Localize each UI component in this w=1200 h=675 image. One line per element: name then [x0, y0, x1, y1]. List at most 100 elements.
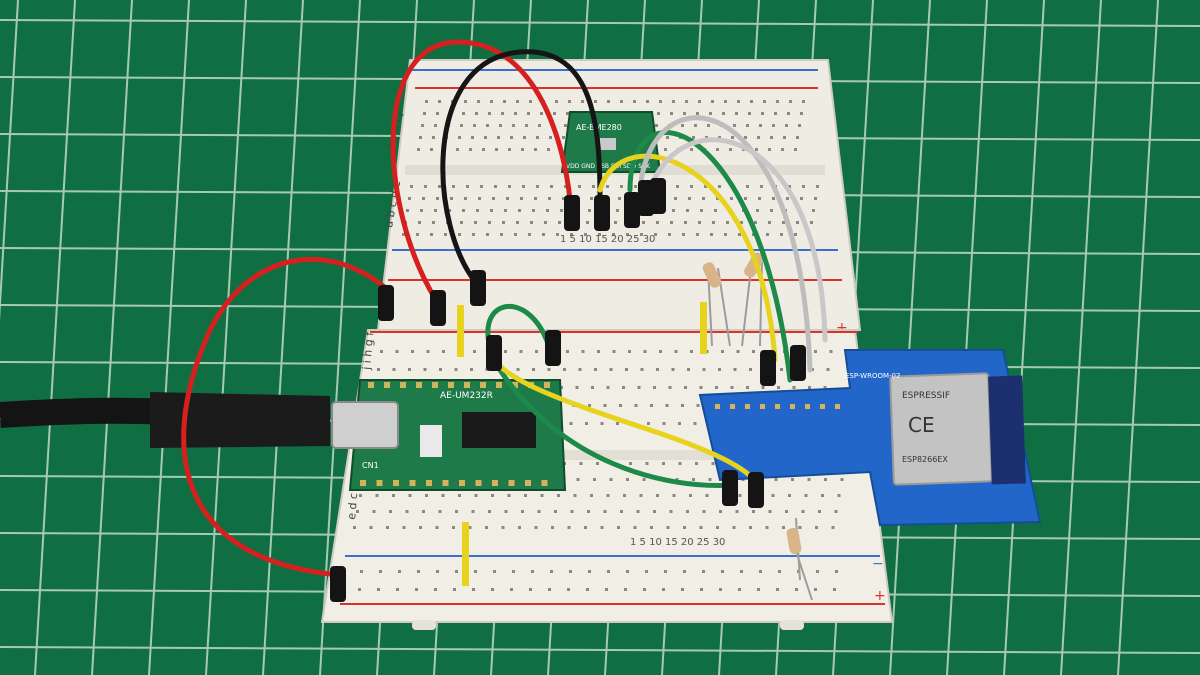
breadboard-hole	[591, 386, 594, 389]
rail-hole	[816, 570, 819, 573]
header-pin	[448, 382, 454, 388]
header-pin	[496, 382, 502, 388]
breadboard-hole	[746, 386, 749, 389]
breadboard-hole	[455, 510, 458, 513]
breadboard-hole	[486, 124, 489, 127]
breadboard-hole	[596, 462, 599, 465]
breadboard-hole	[672, 100, 675, 103]
breadboard-hole	[569, 422, 573, 425]
breadboard-hole	[593, 478, 596, 481]
breadboard-hole	[656, 368, 659, 371]
breadboard-hole	[694, 124, 697, 127]
rail-hole	[757, 588, 760, 591]
breadboard-hole	[534, 197, 537, 200]
header-pin	[360, 480, 366, 486]
breadboard-hole	[834, 510, 838, 513]
yellow-jumper-1	[457, 305, 464, 357]
jumper-housing	[722, 470, 738, 506]
breadboard-hole	[814, 350, 817, 353]
breadboard-hole	[534, 148, 537, 151]
breadboard-hole	[818, 510, 821, 513]
breadboard-hole	[434, 209, 437, 212]
breadboard-hole	[684, 221, 687, 224]
breadboard-hole	[438, 185, 441, 188]
breadboard-hole	[670, 112, 673, 115]
breadboard-hole	[840, 478, 844, 481]
header-pin	[775, 404, 780, 409]
breadboard-hole	[564, 124, 567, 127]
breadboard-hole	[442, 350, 445, 353]
rail-hole	[453, 588, 456, 591]
resistor-1	[702, 262, 722, 288]
esp-antenna-area	[988, 375, 1026, 485]
breadboard-hole	[715, 386, 718, 389]
header-pin	[541, 480, 548, 486]
rail-hole	[396, 588, 399, 591]
breadboard-hole	[785, 124, 788, 127]
breadboard-hole	[802, 100, 805, 103]
breadboard-hole	[738, 494, 742, 497]
breadboard-hole	[718, 368, 721, 371]
mat-grid-vertical-line	[1117, 0, 1159, 675]
rail-hole	[474, 570, 477, 573]
breadboard-hole	[402, 233, 405, 236]
breadboard-hole	[606, 185, 609, 188]
usb-module-cn1-label: CN1	[362, 461, 379, 470]
breadboard-hole	[744, 136, 747, 139]
jumper-housing	[748, 472, 764, 508]
breadboard-hole	[653, 386, 656, 389]
breadboard-hole	[598, 233, 601, 236]
breadboard-hole	[612, 350, 616, 353]
breadboard-hole	[418, 221, 421, 224]
breadboard-hole	[573, 494, 577, 497]
breadboard-hole	[731, 136, 734, 139]
breadboard-hole	[402, 526, 406, 529]
breadboard-hole	[678, 422, 681, 425]
breadboard-hole	[740, 221, 743, 224]
esp-brand-text: ESPRESSIF	[902, 391, 950, 401]
breadboard-hole	[746, 124, 749, 127]
breadboard-hole	[512, 124, 515, 127]
usb-module-pcb	[348, 379, 567, 491]
breadboard-hole	[535, 350, 538, 353]
breadboard-hole	[623, 494, 626, 497]
breadboard-hole	[516, 100, 519, 103]
breadboard-hole	[562, 136, 565, 139]
breadboard-hole	[749, 368, 752, 371]
rail-hole	[738, 588, 741, 591]
breadboard-hole	[562, 197, 565, 200]
mat-grid-vertical-line	[889, 0, 931, 675]
breadboard-hole	[410, 185, 413, 188]
breadboard-hole	[780, 233, 783, 236]
mat-grid-vertical-line	[205, 0, 247, 675]
breadboard-hole	[837, 494, 841, 497]
rail-hole	[436, 570, 439, 573]
header-pin	[400, 382, 406, 388]
upper-col-numbers: 1 5 10 15 20 25 30	[560, 234, 655, 245]
breadboard-hole	[441, 494, 445, 497]
breadboard-hole	[634, 185, 637, 188]
breadboard-hole	[606, 494, 610, 497]
breadboard-hole	[768, 221, 771, 224]
breadboard-hole	[789, 100, 792, 103]
rail-hole	[833, 588, 836, 591]
header-pin	[745, 404, 750, 409]
breadboard-hole	[425, 100, 428, 103]
breadboard-hole	[518, 209, 521, 212]
mat-grid-vertical-line	[1060, 0, 1102, 675]
breadboard-hole	[614, 221, 617, 224]
breadboard-hole	[707, 124, 710, 127]
breadboard-hole	[802, 185, 805, 188]
header-pin	[512, 382, 518, 388]
breadboard-hole	[503, 100, 506, 103]
breadboard-hole	[792, 386, 796, 389]
breadboard-hole	[458, 233, 461, 236]
rail-hole	[510, 588, 513, 591]
jumper-housing	[378, 285, 394, 321]
rail-hole	[778, 570, 781, 573]
breadboard-hole	[600, 422, 604, 425]
breadboard-hole	[460, 221, 463, 224]
breadboard-hole	[692, 136, 695, 139]
usb-module-header-pins	[360, 382, 550, 486]
breadboard-hole	[709, 112, 712, 115]
